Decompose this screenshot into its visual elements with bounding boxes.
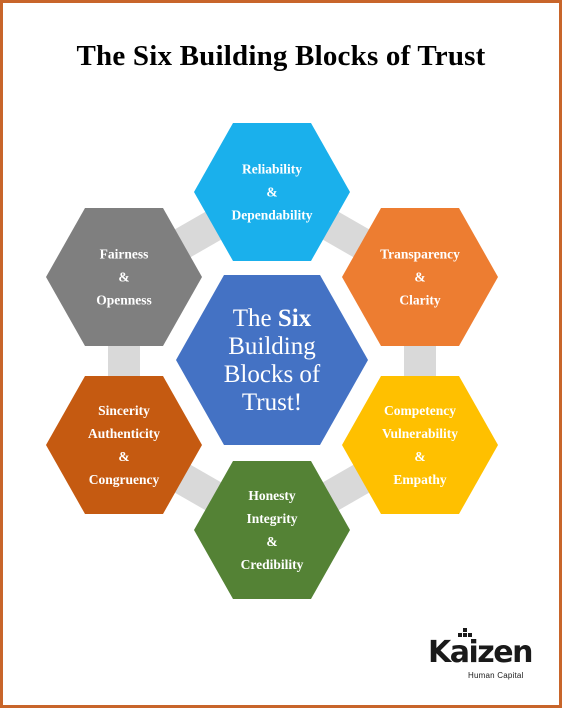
hex-shape [46, 376, 202, 514]
hex-shape [194, 461, 350, 599]
hex-block-transparency: Transparency & Clarity [342, 208, 498, 346]
hex-label-line: & [118, 449, 129, 464]
center-label-segment: The [233, 305, 278, 332]
hex-label-line: Competency [384, 403, 456, 418]
hex-label-line: Empathy [393, 472, 447, 487]
hex-label-line: Credibility [241, 557, 304, 572]
kaizen-logo: Kaizen Human Capital [428, 628, 540, 686]
hex-block-fairness: Fairness & Openness [46, 208, 202, 346]
hex-block-reliability: Reliability & Dependability [194, 123, 350, 261]
hex-label-line: Dependability [231, 208, 312, 223]
hex-label-line: Honesty [248, 488, 296, 503]
hex-label-line: Blocks of [224, 361, 321, 388]
center-label-segment: Six [278, 305, 312, 332]
hex-label-line: Vulnerability [382, 426, 458, 441]
center-label-segment: Trust! [242, 389, 302, 416]
hex-label-line: Authenticity [88, 426, 160, 441]
center-label-segment: Building [228, 333, 316, 360]
center-hex-shape [176, 275, 368, 445]
hex-shape [46, 208, 202, 346]
logo-mark-icon [458, 628, 472, 637]
hex-shape [342, 208, 498, 346]
logo-wordmark: Kaizen [428, 635, 533, 670]
hex-label-line: Reliability [242, 162, 302, 177]
hex-label-line: Congruency [89, 472, 160, 487]
hex-label-line: Fairness [100, 247, 149, 262]
page-title: The Six Building Blocks of Trust [76, 40, 486, 72]
hex-label-line: Transparency [380, 247, 460, 262]
hex-shape [342, 376, 498, 514]
hex-label-line: Clarity [399, 293, 440, 308]
hex-label-line: The Six [233, 305, 312, 332]
hex-label-line: & [266, 185, 277, 200]
hex-label-line: Openness [96, 293, 152, 308]
hex-label-line: Building [228, 333, 316, 360]
logo-subtitle: Human Capital [468, 671, 524, 680]
hex-label-line: & [414, 449, 425, 464]
hex-label-line: & [118, 270, 129, 285]
hex-label-line: & [266, 534, 277, 549]
center-label-segment: Blocks of [224, 361, 321, 388]
hex-label-line: Sincerity [98, 403, 150, 418]
hex-label-line: Trust! [242, 389, 302, 416]
hex-label-line: & [414, 270, 425, 285]
hex-shape [194, 123, 350, 261]
hex-label-line: Integrity [247, 511, 298, 526]
